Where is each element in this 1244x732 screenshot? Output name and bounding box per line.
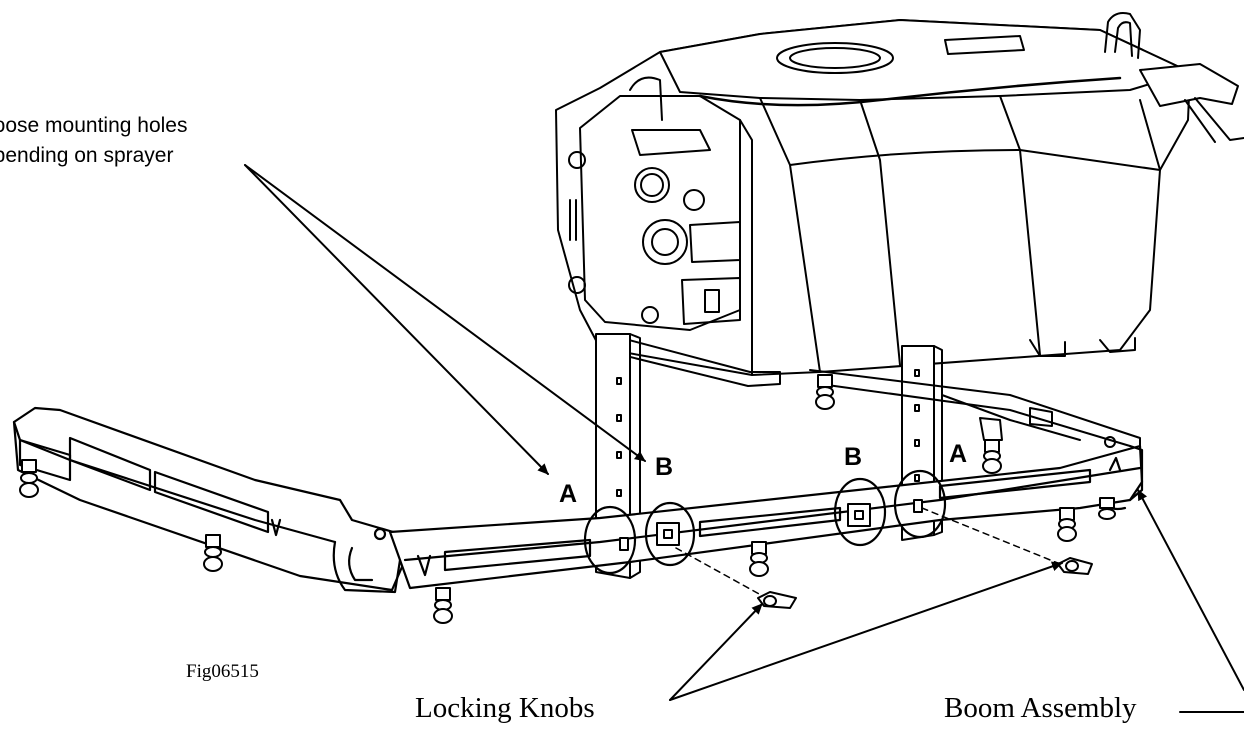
locking-knob-icon: [757, 591, 797, 609]
installation-lines: [675, 507, 1066, 601]
hole-highlight-circles: [583, 469, 947, 575]
label-a-left: A: [559, 480, 578, 508]
nozzle-icon: [433, 587, 453, 624]
leader-arrows: [244, 164, 1244, 713]
nozzle-icon: [749, 541, 769, 577]
nozzle-icons: [19, 374, 1116, 624]
boom-assembly-icon: [12, 406, 1144, 594]
nozzle-icon: [815, 374, 835, 410]
mounting-pin-icons: [619, 499, 923, 551]
locking-knobs-label: Locking Knobs: [415, 692, 595, 724]
rear-frame-icon: [809, 369, 1141, 453]
figure-id: Fig06515: [186, 661, 259, 682]
sprayer-tank-icon: [555, 12, 1244, 387]
locking-knob-icons: [757, 557, 1093, 609]
nozzle-icon: [1098, 497, 1116, 520]
nozzle-icon: [203, 534, 223, 572]
locking-knob-icon: [1057, 557, 1093, 575]
mounting-note-line1: hoose mounting holes: [0, 114, 188, 137]
label-b-left: B: [655, 453, 674, 481]
boom-assembly-label: Boom Assembly: [944, 692, 1137, 724]
nozzle-icon: [19, 459, 39, 498]
mounting-plate-icons: [656, 503, 871, 546]
mounting-note-line2: epending on sprayer: [0, 144, 174, 167]
nozzle-icon: [982, 439, 1002, 474]
label-a-right: A: [949, 440, 968, 468]
nozzle-icon: [1057, 507, 1077, 542]
label-b-right: B: [844, 443, 863, 471]
